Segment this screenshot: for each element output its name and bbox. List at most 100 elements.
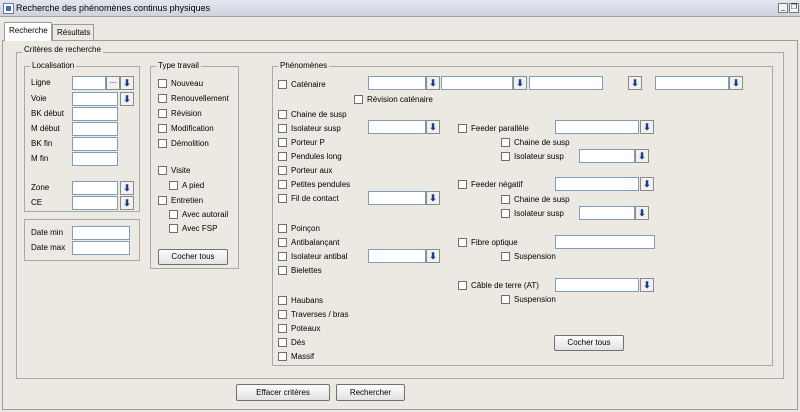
ce-label: CE [31,198,43,207]
isolateur-antibal-checkbox[interactable] [278,252,287,261]
a-pied-checkbox[interactable] [169,181,178,190]
tab-recherche[interactable]: Recherche [4,22,52,41]
fil-de-contact-dropdown-icon[interactable]: ⬇ [426,191,440,205]
date-max-input[interactable] [72,241,130,255]
fp-isolateur-susp-checkbox[interactable] [501,152,510,161]
pendules-long-checkbox[interactable] [278,152,287,161]
m-debut-input[interactable] [72,122,118,136]
poincon-label: Poinçon [291,224,320,233]
avec-autorail-label: Avec autorail [182,210,229,219]
fil-de-contact-checkbox[interactable] [278,194,287,203]
catenaire-field-1[interactable] [368,76,426,90]
poteaux-label: Poteaux [291,324,321,333]
ligne-input[interactable] [72,76,106,90]
isolateur-antibal-dropdown-icon[interactable]: ⬇ [426,249,440,263]
catenaire-dropdown-3-icon[interactable]: ⬇ [628,76,642,90]
type-cocher-tous-button[interactable]: Cocher tous [158,249,228,265]
cable-de-terre-dropdown-icon[interactable]: ⬇ [640,278,654,292]
isolateur-susp-checkbox[interactable] [278,124,287,133]
ce-dropdown-icon[interactable]: ⬇ [120,196,134,210]
petites-pendules-label: Petites pendules [291,180,351,189]
cable-de-terre-input[interactable] [555,278,639,292]
renouvellement-checkbox[interactable] [158,94,167,103]
minimize-button[interactable]: _ [778,3,788,13]
m-fin-input[interactable] [72,152,118,166]
porteur-aux-label: Porteur aux [291,166,333,175]
bk-fin-input[interactable] [72,137,118,151]
bielettes-checkbox[interactable] [278,266,287,275]
modification-checkbox[interactable] [158,124,167,133]
traverses-bras-checkbox[interactable] [278,310,287,319]
revision-checkbox[interactable] [158,109,167,118]
zone-input[interactable] [72,181,118,195]
massif-checkbox[interactable] [278,352,287,361]
ct-suspension-label: Suspension [514,295,556,304]
voie-input[interactable] [72,92,118,106]
avec-autorail-checkbox[interactable] [169,210,178,219]
ligne-label: Ligne [31,78,51,87]
revision-catenaire-checkbox[interactable] [354,95,363,104]
demolition-checkbox[interactable] [158,139,167,148]
feeder-negatif-dropdown-icon[interactable]: ⬇ [640,177,654,191]
entretien-checkbox[interactable] [158,196,167,205]
isolateur-antibal-input[interactable] [368,249,426,263]
fn-chaine-de-susp-checkbox[interactable] [501,195,510,204]
ligne-lookup-button[interactable]: ... [106,76,120,90]
localisation-group [24,66,140,212]
ct-suspension-checkbox[interactable] [501,295,510,304]
zone-dropdown-icon[interactable]: ⬇ [120,181,134,195]
catenaire-field-3[interactable] [529,76,603,90]
feeder-parallele-input[interactable] [555,120,639,134]
rechercher-button[interactable]: Rechercher [336,384,405,401]
feeder-parallele-checkbox[interactable] [458,124,467,133]
cable-de-terre-checkbox[interactable] [458,281,467,290]
fibre-optique-checkbox[interactable] [458,238,467,247]
feeder-negatif-label: Feeder négatif [471,180,523,189]
fibre-optique-input[interactable] [555,235,655,249]
porteur-aux-checkbox[interactable] [278,166,287,175]
nouveau-checkbox[interactable] [158,79,167,88]
effacer-criteres-button[interactable]: Effacer critères [236,384,330,401]
visite-checkbox[interactable] [158,166,167,175]
fn-isolateur-susp-checkbox[interactable] [501,209,510,218]
poincon-checkbox[interactable] [278,224,287,233]
restore-button[interactable]: ❐ [789,3,799,13]
catenaire-dropdown-2-icon[interactable]: ⬇ [513,76,527,90]
catenaire-dropdown-1-icon[interactable]: ⬇ [426,76,440,90]
date-min-input[interactable] [72,226,130,240]
a-pied-label: A pied [182,181,205,190]
bk-debut-input[interactable] [72,107,118,121]
chaine-de-susp-checkbox[interactable] [278,110,287,119]
isolateur-susp-input[interactable] [368,120,426,134]
catenaire-field-2[interactable] [441,76,513,90]
m-fin-label: M fin [31,154,49,163]
voie-dropdown-icon[interactable]: ⬇ [120,92,134,106]
poteaux-checkbox[interactable] [278,324,287,333]
haubans-checkbox[interactable] [278,296,287,305]
feeder-parallele-dropdown-icon[interactable]: ⬇ [640,120,654,134]
fn-isolateur-susp-dropdown-icon[interactable]: ⬇ [635,206,649,220]
feeder-negatif-input[interactable] [555,177,639,191]
isolateur-susp-dropdown-icon[interactable]: ⬇ [426,120,440,134]
petites-pendules-checkbox[interactable] [278,180,287,189]
catenaire-checkbox[interactable] [278,80,287,89]
des-checkbox[interactable] [278,338,287,347]
feeder-negatif-checkbox[interactable] [458,180,467,189]
porteur-p-checkbox[interactable] [278,138,287,147]
fn-chaine-de-susp-label: Chaine de susp [514,195,570,204]
fn-isolateur-susp-input[interactable] [579,206,635,220]
catenaire-dropdown-4-icon[interactable]: ⬇ [729,76,743,90]
phenomenes-cocher-tous-button[interactable]: Cocher tous [554,335,624,351]
fil-de-contact-input[interactable] [368,191,426,205]
ligne-dropdown-icon[interactable]: ⬇ [120,76,134,90]
fp-isolateur-susp-input[interactable] [579,149,635,163]
catenaire-field-4[interactable] [655,76,729,90]
ce-input[interactable] [72,196,118,210]
fp-chaine-de-susp-checkbox[interactable] [501,138,510,147]
antibalancant-checkbox[interactable] [278,238,287,247]
fp-isolateur-susp-dropdown-icon[interactable]: ⬇ [635,149,649,163]
tab-resultats[interactable]: Résultats [52,24,94,40]
zone-label: Zone [31,183,50,192]
fo-suspension-checkbox[interactable] [501,252,510,261]
avec-fsp-checkbox[interactable] [169,224,178,233]
